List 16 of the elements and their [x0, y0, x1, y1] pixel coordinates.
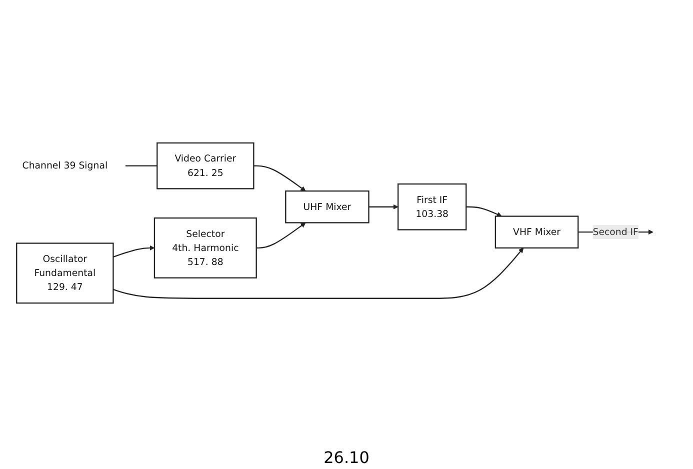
node-text: Channel 39 Signal: [22, 160, 108, 172]
node-box: First IF 103.38: [398, 183, 467, 230]
node-box: Oscillator Fundamental 129. 47: [16, 242, 114, 304]
arrow: [113, 245, 155, 258]
arrow: [368, 204, 398, 210]
frequency-label: 26.10: [324, 448, 370, 467]
arrow: [113, 248, 524, 299]
node-box: Video Carrier 621. 25: [156, 142, 254, 190]
connector: [125, 165, 158, 166]
node-box: VHF Mixer: [494, 216, 579, 249]
arrow: [256, 222, 306, 249]
arrow: [254, 165, 306, 192]
node-box: UHF Mixer: [285, 190, 370, 224]
arrow: [466, 206, 502, 217]
edge-label: Second IF: [592, 226, 638, 238]
node-box: Selector 4th. Harmonic 517. 88: [154, 217, 257, 278]
